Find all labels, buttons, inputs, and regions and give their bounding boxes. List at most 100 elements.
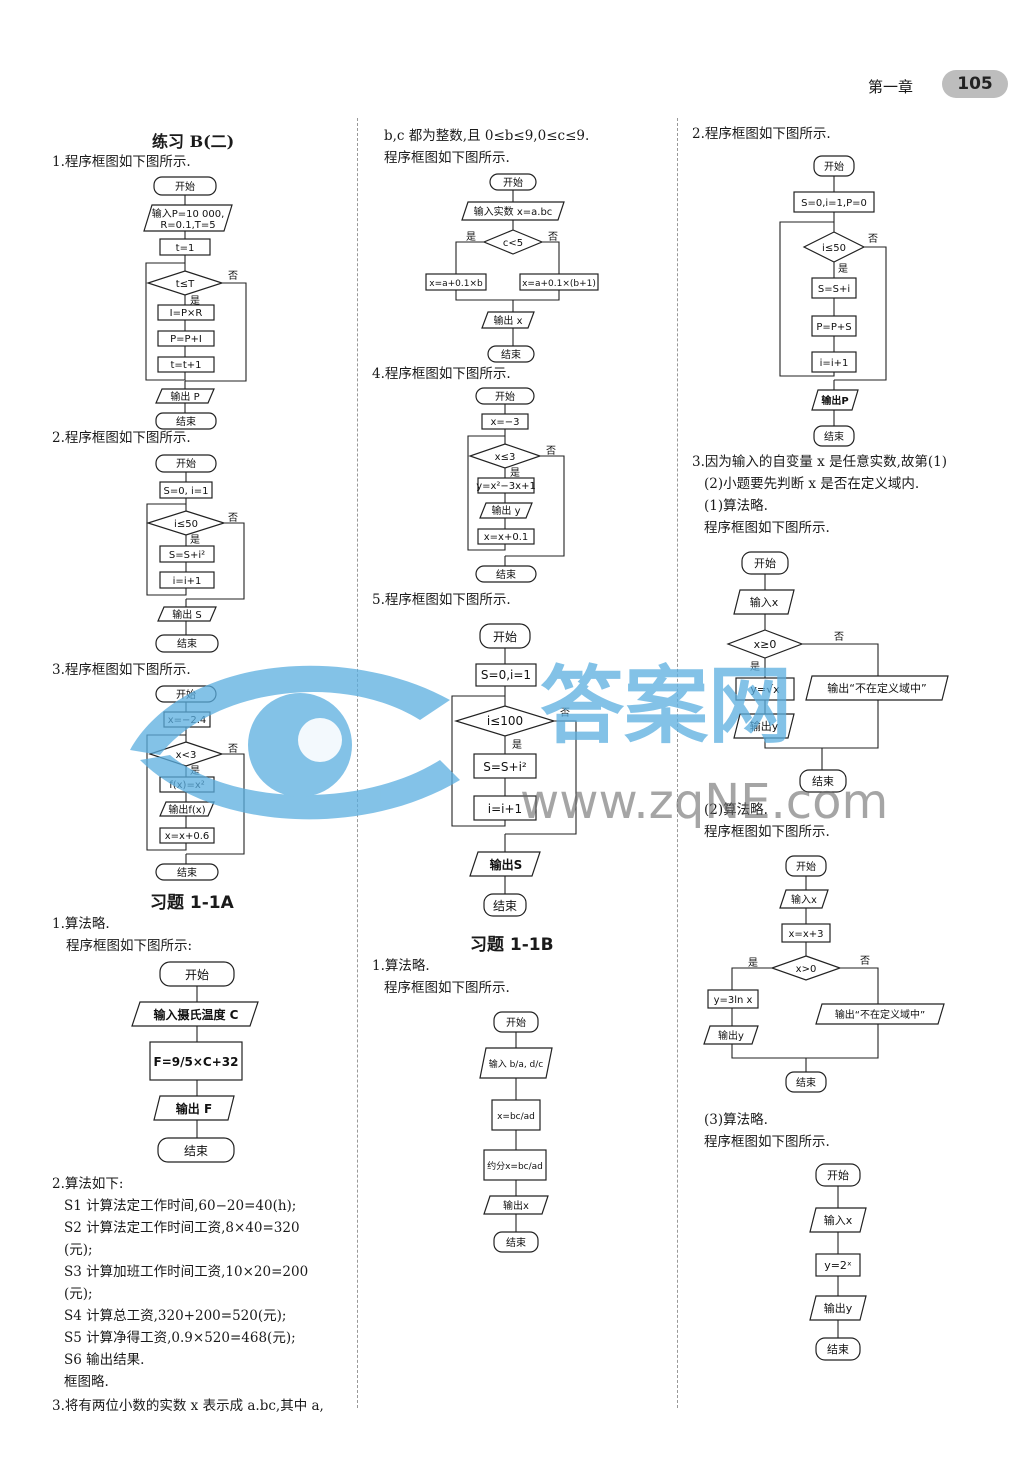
fc11-input: 输入x [791, 893, 817, 906]
column-divider [677, 118, 678, 1408]
fc6-cond: x≤3 [495, 452, 516, 463]
part-1-note: 程序框图如下图所示. [704, 520, 830, 536]
page-number-badge: 105 [942, 70, 1008, 98]
fc6-start: 开始 [495, 390, 515, 403]
fc11-start: 开始 [796, 860, 816, 873]
fc8-output: 输出x [503, 1199, 529, 1212]
fc10-input: 输入x [750, 595, 779, 609]
fc11-yes: 是 [748, 957, 758, 969]
answer-3-cont: b,c 都为整数,且 0≤b≤9,0≤c≤9. [384, 128, 590, 144]
flowchart-7: 开始 S=0,i=1 i≤100 否 是 S=S+i² i=i+1 输出S 结束 [451, 623, 577, 917]
step-s1: S1 计算法定工作时间,60−20=40(h); [64, 1198, 297, 1214]
question-c3-2: 2.程序框图如下图所示. [692, 126, 831, 142]
fc10-start: 开始 [754, 556, 776, 570]
fc3-no: 否 [228, 743, 238, 755]
fc4-calc: F=9/5×C+32 [154, 1055, 239, 1069]
fc9-step1: S=S+i [818, 284, 850, 295]
flowchart-4: 开始 输入摄氏温度 C F=9/5×C+32 输出 F 结束 [131, 961, 259, 1163]
step-s3: S3 计算加班工作时间工资,10×20=200 [64, 1264, 309, 1280]
fc11-no: 否 [860, 955, 870, 967]
part-2: (2)算法略. [704, 802, 768, 818]
fc9-cond: i≤50 [822, 243, 846, 254]
fc11-end: 结束 [796, 1076, 816, 1089]
fc5-start: 开始 [503, 176, 523, 189]
fc2-yes: 是 [190, 534, 200, 546]
fc7-yes: 是 [512, 739, 522, 751]
fc7-no: 否 [560, 707, 570, 719]
fc4-output: 输出 F [176, 1101, 212, 1116]
question-5: 5.程序框图如下图所示. [372, 592, 511, 608]
fc1-end: 结束 [176, 415, 196, 428]
fc10-cond: x≥0 [754, 638, 777, 651]
fc5-end: 结束 [501, 348, 521, 361]
fc2-end: 结束 [177, 637, 197, 650]
fc11-no-output: 输出“不在定义域中” [835, 1008, 925, 1021]
part-3: (3)算法略. [704, 1112, 768, 1128]
fc1-yes: 是 [190, 295, 200, 307]
fc5-input: 输入实数 x=a.bc [474, 205, 553, 218]
fc5-no: 否 [548, 231, 558, 243]
flowchart-11: 开始 输入x x=x+3 x>0 是 否 y=3ln x 输出“不在定义域中” … [703, 855, 945, 1093]
fc8-end: 结束 [506, 1236, 526, 1249]
section-title-exercise-b2: 练习 B(二) [152, 132, 235, 151]
part-1: (1)算法略. [704, 498, 768, 514]
fc12-output: 输出y [824, 1301, 853, 1315]
step-s5: S5 计算净得工资,0.9×520=468(元); [64, 1330, 296, 1346]
fc6-end: 结束 [496, 568, 516, 581]
page-header: 第一章 105 [0, 0, 1024, 110]
flowchart-2: 开始 S=0, i=1 i≤50 否 是 S=S+i² i=i+1 输出 S 结… [146, 454, 245, 653]
fc10-step1: y=√x [750, 683, 780, 696]
fc6-yes: 是 [510, 467, 520, 479]
fc7-step1: S=S+i² [483, 760, 527, 774]
fc6-init: x=−3 [490, 417, 519, 428]
fc2-no: 否 [228, 512, 238, 524]
fc9-step3: i=i+1 [820, 358, 849, 369]
flowchart-5: 开始 输入实数 x=a.bc c<5 是 否 x=a+0.1×b x=a+0.1… [425, 173, 599, 363]
fc8-step2: 约分x=bc/ad [487, 1160, 543, 1172]
fc12-end: 结束 [827, 1343, 849, 1356]
step-s3-cont: (元); [64, 1286, 93, 1302]
fc1-no: 否 [228, 270, 238, 282]
flowchart-6: 开始 x=−3 x≤3 否 是 y=x²−3x+1 输出 y x=x+0.1 结… [467, 387, 565, 583]
fc3-yes: 是 [190, 765, 200, 777]
flowchart-10: 开始 输入x x≥0 是 否 y=√x 输出“不在定义域中” 输出y 结束 [726, 551, 949, 793]
flowchart-9: 开始 S=0,i=1,P=0 i≤50 否 是 S=S+i P=P+S i=i+… [779, 155, 887, 447]
fc3-cond: x<3 [176, 750, 197, 761]
fc6-no: 否 [546, 445, 556, 457]
fc10-no-output: 输出“不在定义域中” [827, 681, 926, 695]
fc2-cond: i≤50 [174, 519, 198, 530]
fc10-output: 输出y [750, 719, 779, 733]
fc1-init: t=1 [176, 243, 195, 254]
fc9-start: 开始 [824, 160, 844, 173]
question-2: 2.程序框图如下图所示. [52, 430, 191, 446]
fc12-step1: y=2ˣ [824, 1259, 852, 1272]
answer-3-note: 程序框图如下图所示. [384, 150, 510, 166]
fc1-step1: I=P×R [170, 308, 203, 319]
fc1-input2: R=0.1,T=5 [160, 220, 215, 231]
fc10-yes: 是 [750, 661, 760, 673]
question-1: 1.程序框图如下图所示. [52, 154, 191, 170]
fc1-start: 开始 [175, 180, 195, 193]
fc7-cond: i≤100 [487, 714, 523, 728]
fc3-step2: x=x+0.6 [165, 831, 210, 842]
fc1-step3: t=t+1 [171, 360, 202, 371]
fc1-cond: t≤T [176, 279, 195, 290]
fc7-output: 输出S [490, 857, 523, 872]
fc6-step2: x=x+0.1 [484, 532, 529, 543]
section-title-1-1a: 习题 1-1A [150, 893, 234, 913]
fc5-yes: 是 [466, 231, 476, 243]
fc8-step1: x=bc/ad [497, 1112, 535, 1122]
fc1-step2: P=P+I [170, 334, 202, 345]
fc8-start: 开始 [506, 1016, 526, 1029]
fc6-output: 输出 y [491, 504, 520, 517]
fc5-right: x=a+0.1×(b+1) [522, 279, 596, 289]
chapter-label: 第一章 [868, 78, 914, 96]
column-divider [357, 118, 358, 1408]
fc5-left: x=a+0.1×b [429, 279, 483, 289]
answer-1: 1.算法略. [52, 916, 110, 932]
answer-3: 3.将有两位小数的实数 x 表示成 a.bc,其中 a, [52, 1398, 324, 1414]
fc8-input: 输入 b/a, d/c [489, 1058, 544, 1070]
fc2-init: S=0, i=1 [164, 486, 209, 497]
answer-1-note: 程序框图如下图所示: [66, 938, 193, 954]
part-2-note: 程序框图如下图所示. [704, 824, 830, 840]
